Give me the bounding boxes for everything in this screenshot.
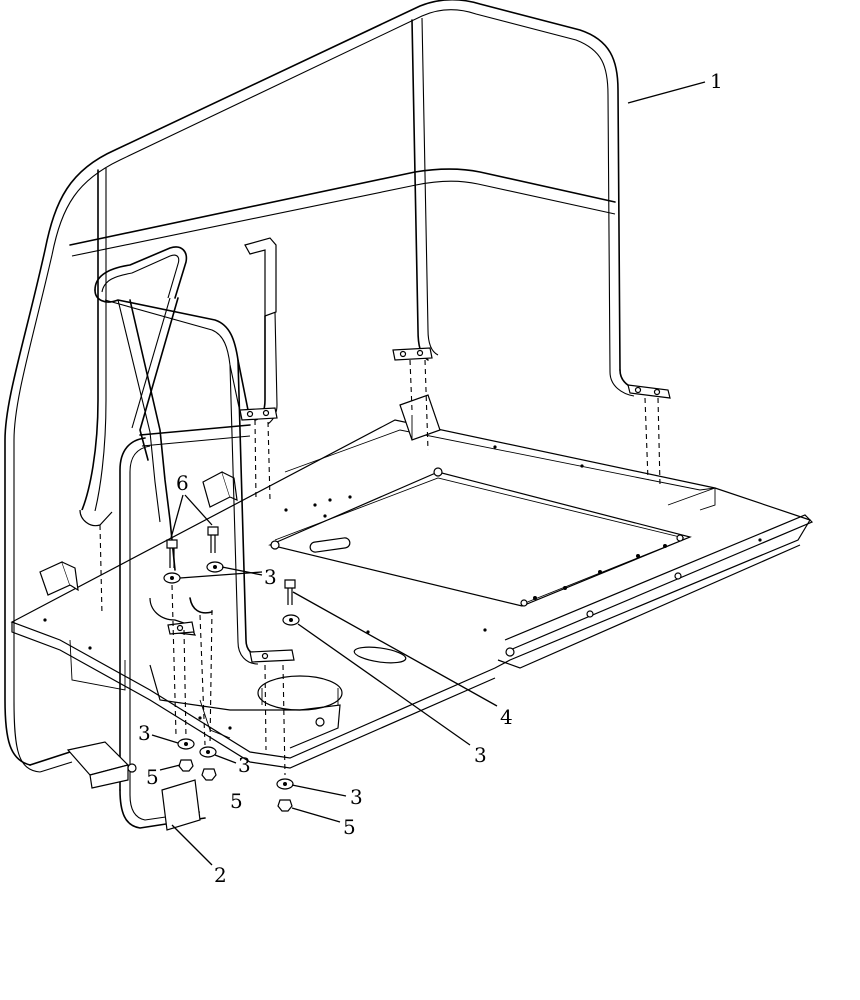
callout-2: 2 [214,863,227,887]
mounting-holes [43,445,762,730]
platform-brackets [39,394,441,596]
callout-5-left: 5 [146,765,159,789]
callout-3-lower-right: 3 [350,785,363,809]
bolt-4 [284,579,296,605]
nut-c [277,799,293,812]
callout-1: 1 [710,69,723,93]
platform-plate [10,419,814,769]
side-frame [94,237,295,665]
callout-labels: 1 2 6 3 4 3 3 3 3 5 5 5 [138,69,723,887]
access-panel [268,467,692,607]
platform-openings [257,572,682,727]
callout-4: 4 [500,705,513,729]
leader-lines [151,81,706,866]
callout-3-upper: 3 [264,565,277,589]
callout-3-lower-center: 3 [238,753,251,777]
callout-3-mid: 3 [474,743,487,767]
callout-6: 6 [176,471,189,495]
alignment-lines [99,359,661,776]
callout-5-right: 5 [343,815,356,839]
hardware [163,526,300,812]
nut-b [201,768,217,781]
nut-a [178,759,194,772]
callout-5-center: 5 [230,789,243,813]
bolt-6b [207,526,219,553]
step-handle [66,437,213,831]
bolt-6a [166,539,178,568]
roll-bar-frame [4,0,671,773]
callout-3-lower-left: 3 [138,721,151,745]
